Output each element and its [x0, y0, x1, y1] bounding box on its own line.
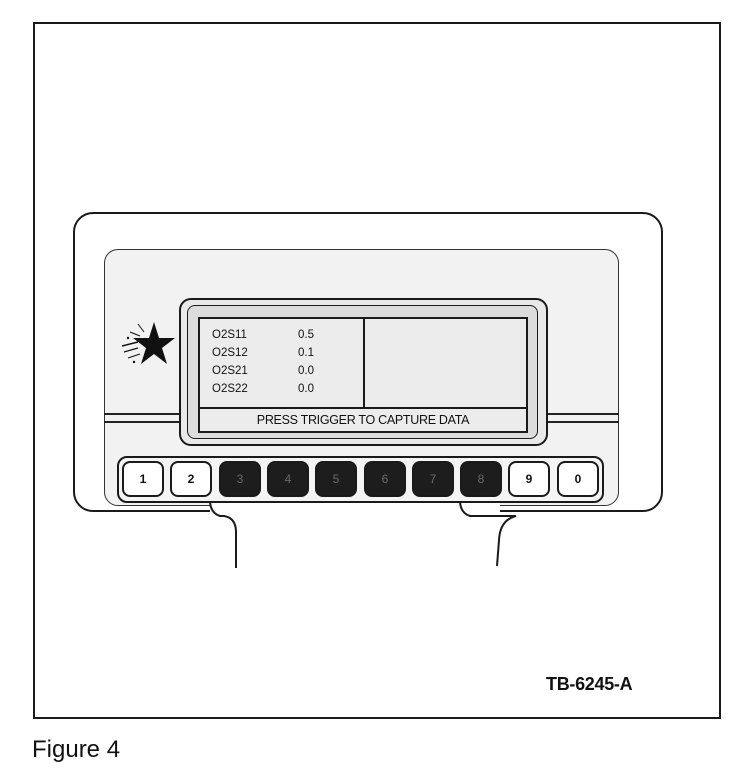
keypad-key-3[interactable]: 3: [219, 461, 261, 497]
figure-caption: Figure 4: [32, 736, 121, 763]
lcd-display: O2S11 0.5 O2S12 0.1 O2S21 0.0 O2S22 0.0 …: [198, 317, 528, 433]
pid-name: O2S11: [212, 329, 247, 341]
star-burst-icon: [121, 322, 175, 364]
keypad-key-4[interactable]: 4: [267, 461, 309, 497]
keypad-key-9[interactable]: 9: [508, 461, 550, 497]
pid-value: 0.5: [298, 329, 314, 341]
keypad-key-0[interactable]: 0: [557, 461, 599, 497]
faceplate-band-upper-right: [547, 413, 619, 415]
keypad-key-7[interactable]: 7: [412, 461, 454, 497]
keypad-key-5[interactable]: 5: [315, 461, 357, 497]
keypad-key-1[interactable]: 1: [122, 461, 164, 497]
status-message: PRESS TRIGGER TO CAPTURE DATA: [200, 407, 526, 431]
pid-value: 0.1: [298, 347, 314, 359]
pid-value: 0.0: [298, 365, 314, 377]
pid-value: 0.0: [298, 383, 314, 395]
faceplate-band-lower: [104, 421, 180, 423]
pid-list-panel: O2S11 0.5 O2S12 0.1 O2S21 0.0 O2S22 0.0: [200, 319, 365, 407]
empty-display-panel: [367, 319, 526, 407]
pid-name: O2S22: [212, 383, 248, 395]
faceplate-band-upper: [104, 413, 180, 415]
pid-name: O2S12: [212, 347, 248, 359]
faceplate-band-lower-right: [547, 421, 619, 423]
keypad-key-2[interactable]: 2: [170, 461, 212, 497]
keypad-key-8[interactable]: 8: [460, 461, 502, 497]
pid-name: O2S21: [212, 365, 248, 377]
figure-reference-label: TB-6245-A: [546, 674, 633, 694]
keypad-key-6[interactable]: 6: [364, 461, 406, 497]
